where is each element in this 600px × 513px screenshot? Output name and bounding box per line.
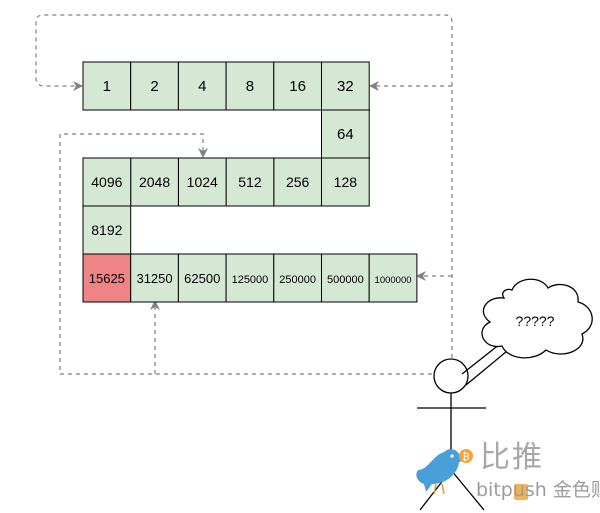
cell-label-1: 1 [103, 78, 111, 95]
cell-label-32: 32 [337, 78, 354, 95]
number-cells: 1 2 4 8 16 32 64 128 256 512 1024 2048 4096 8192 15625… [82, 61, 418, 303]
cell-label-125000: 125000 [232, 274, 269, 286]
cell-box-8192 [82, 205, 132, 255]
watermark-bird-logo: ₿ [416, 449, 528, 500]
cell-label-4096: 4096 [91, 174, 122, 190]
cell-label-250000: 250000 [279, 274, 316, 286]
cell-box-125000 [225, 253, 275, 303]
connector-lines [35, 14, 453, 375]
cell-box-500000 [321, 253, 370, 303]
cell-label-1024: 1024 [187, 174, 218, 190]
bitcoin-coin-icon [459, 449, 473, 463]
cell-box-1000000 [368, 253, 418, 303]
bird-leg-left-icon [433, 483, 437, 495]
cell-box-16 [273, 61, 322, 111]
cell-box-31250 [130, 253, 179, 303]
cell-label-2048: 2048 [139, 174, 170, 190]
bitcoin-symbol-icon: ₿ [462, 451, 469, 463]
cell-box-62500 [177, 253, 227, 303]
cell-box-8 [225, 61, 275, 111]
watermark-subtitle: bitpush 金色财经 [476, 479, 600, 501]
cell-box-128 [321, 157, 370, 207]
cell-box-250000 [273, 253, 322, 303]
cell-box-15625 [82, 253, 132, 303]
cell-label-31250: 31250 [136, 271, 172, 286]
cell-box-32 [321, 61, 370, 111]
stick-figure-head [433, 358, 469, 394]
loop-arrow-to-cell-1 [35, 14, 453, 358]
cell-label-4: 4 [198, 78, 206, 95]
cell-label-8: 8 [246, 78, 254, 95]
cell-label-64: 64 [337, 126, 354, 143]
arrow-to-cell-2048 [59, 133, 432, 375]
thought-bubble: ????? [461, 278, 593, 386]
cell-box-1 [82, 61, 132, 111]
cell-label-62500: 62500 [184, 271, 220, 286]
stick-figure-right-leg [450, 469, 485, 511]
cell-label-16: 16 [289, 78, 306, 95]
cell-label-500000: 500000 [327, 274, 364, 286]
thought-bubble-text: ????? [516, 313, 555, 329]
orange-square-icon [514, 484, 528, 500]
cell-label-8192: 8192 [91, 222, 122, 238]
bird-eye-icon [450, 454, 454, 458]
cell-label-1000000: 1000000 [375, 275, 412, 286]
cell-box-512 [225, 157, 275, 207]
cell-box-4096 [82, 157, 132, 207]
cell-label-2: 2 [150, 78, 158, 95]
cell-box-2048 [130, 157, 179, 207]
bird-icon [416, 449, 466, 492]
cell-label-512: 512 [238, 174, 262, 190]
watermark-title: 比推 [480, 440, 544, 475]
thought-bubble-cloud [481, 278, 593, 359]
cell-box-4 [177, 61, 227, 111]
cell-label-128: 128 [334, 174, 358, 190]
bird-leg-right-icon [441, 483, 445, 495]
cell-label-15625: 15625 [89, 271, 125, 286]
cell-label-256: 256 [286, 174, 310, 190]
cell-box-1024 [177, 157, 227, 207]
